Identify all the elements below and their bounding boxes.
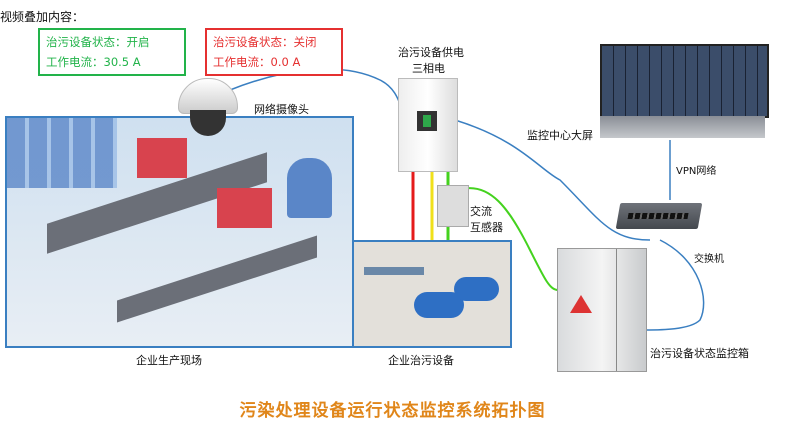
power-supply-label: 治污设备供电 <box>398 46 464 59</box>
camera-label: 网络摄像头 <box>254 103 309 116</box>
network-switch-icon <box>615 203 703 229</box>
overlay-off-current: 工作电流：0.0 A <box>213 55 301 69</box>
treatment-scene <box>352 240 512 348</box>
three-phase-label: 三相电 <box>412 62 445 75</box>
overlay-on-box: 治污设备状态：开启 工作电流：30.5 A <box>38 28 186 76</box>
monitoring-cabinet-icon <box>557 248 647 372</box>
treatment-label: 企业治污设备 <box>388 354 454 367</box>
factory-label: 企业生产现场 <box>136 354 202 367</box>
overlay-on-current: 工作电流：30.5 A <box>46 55 141 69</box>
diagram-title: 污染处理设备运行状态监控系统拓扑图 <box>239 401 546 421</box>
video-wall-icon <box>600 44 769 118</box>
current-transformer-icon <box>437 185 469 227</box>
control-room-desk <box>600 116 765 138</box>
overlay-heading: 视频叠加内容： <box>0 10 85 24</box>
warning-icon <box>570 295 592 313</box>
overlay-off-box: 治污设备状态：关闭 工作电流：0.0 A <box>205 28 343 76</box>
factory-scene <box>5 116 354 348</box>
ct-label-line2: 互感器 <box>470 221 503 234</box>
ct-label-line1: 交流 <box>470 205 492 218</box>
overlay-off-status: 治污设备状态：关闭 <box>213 35 317 49</box>
monitor-center-label: 监控中心大屏 <box>527 129 593 142</box>
circuit-breaker-icon <box>398 78 458 172</box>
vpn-label: VPN网络 <box>676 166 717 177</box>
switch-label: 交换机 <box>694 254 724 265</box>
overlay-on-status: 治污设备状态：开启 <box>46 35 150 49</box>
cabinet-label: 治污设备状态监控箱 <box>650 347 749 360</box>
